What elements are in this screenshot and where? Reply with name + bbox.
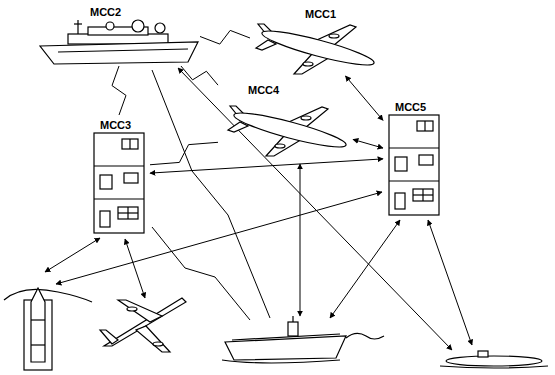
comm-link bbox=[112, 66, 126, 115]
control-station: MCC4 bbox=[218, 80, 353, 160]
bomber-aircraft bbox=[100, 298, 186, 352]
control-station: MCC1 bbox=[250, 4, 380, 76]
control-station: MCC5 bbox=[383, 97, 445, 217]
control-station: MCC3 bbox=[88, 115, 150, 235]
station-label: MCC2 bbox=[90, 6, 121, 19]
station-label: MCC3 bbox=[100, 119, 131, 132]
station-label: MCC1 bbox=[305, 8, 336, 21]
comm-link bbox=[150, 159, 383, 173]
comm-link bbox=[345, 76, 383, 120]
comm-link bbox=[150, 142, 218, 164]
station-illustration bbox=[218, 80, 353, 160]
aircraft-carrier bbox=[222, 316, 384, 363]
missile-silo bbox=[4, 288, 92, 370]
station-label: MCC5 bbox=[395, 101, 426, 114]
field-links bbox=[45, 68, 472, 350]
comm-link bbox=[181, 66, 218, 85]
comm-link bbox=[353, 139, 383, 148]
comm-link bbox=[200, 30, 250, 44]
station-illustration bbox=[88, 115, 150, 235]
station-illustration bbox=[383, 97, 445, 217]
station-label: MCC4 bbox=[248, 84, 279, 97]
submarine bbox=[440, 351, 548, 368]
control-station: MCC2 bbox=[38, 2, 200, 66]
